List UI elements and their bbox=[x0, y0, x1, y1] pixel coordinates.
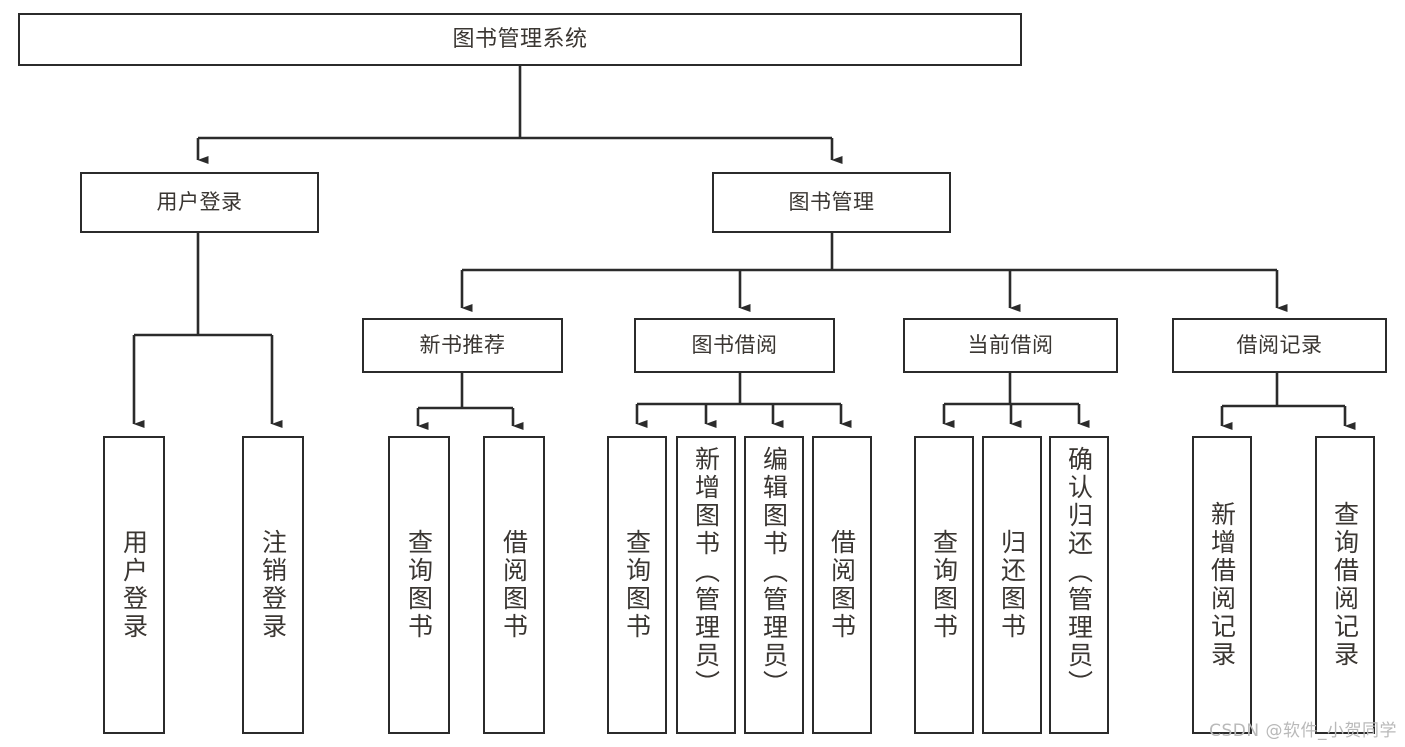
leaf-new-book-query-book[interactable]: 查询图书 bbox=[388, 436, 450, 734]
node-label: 图书管理系统 bbox=[452, 26, 588, 52]
node-label: 查询借阅记录 bbox=[1330, 501, 1360, 669]
node-label: 借阅图书 bbox=[827, 529, 857, 641]
node-new-book-recommend[interactable]: 新书推荐 bbox=[362, 318, 563, 373]
node-label: 新增图书（管理员） bbox=[691, 446, 721, 698]
leaf-current-borrow-query-book[interactable]: 查询图书 bbox=[914, 436, 974, 734]
node-label: 图书借阅 bbox=[691, 333, 778, 358]
leaf-book-borrow-edit-book-admin[interactable]: 编辑图书（管理员） bbox=[744, 436, 804, 734]
node-label: 用户登录 bbox=[119, 529, 149, 641]
node-label: 新增借阅记录 bbox=[1207, 501, 1237, 669]
node-book-management[interactable]: 图书管理 bbox=[712, 172, 951, 233]
node-label: 新书推荐 bbox=[419, 333, 506, 358]
node-user-login[interactable]: 用户登录 bbox=[80, 172, 319, 233]
leaf-user-login-logout[interactable]: 注销登录 bbox=[242, 436, 304, 734]
node-label: 借阅记录 bbox=[1236, 333, 1323, 358]
leaf-book-borrow-borrow-book[interactable]: 借阅图书 bbox=[812, 436, 872, 734]
csdn-watermark: CSDN @软件_小贺同学 bbox=[1209, 721, 1397, 741]
node-label: 借阅图书 bbox=[499, 529, 529, 641]
node-label: 查询图书 bbox=[622, 529, 652, 641]
leaf-book-borrow-query-book[interactable]: 查询图书 bbox=[607, 436, 667, 734]
leaf-borrow-record-add-record[interactable]: 新增借阅记录 bbox=[1192, 436, 1252, 734]
node-root-system[interactable]: 图书管理系统 bbox=[18, 13, 1022, 66]
node-label: 注销登录 bbox=[258, 529, 288, 641]
leaf-borrow-record-query-record[interactable]: 查询借阅记录 bbox=[1315, 436, 1375, 734]
node-label: 确认归还（管理员） bbox=[1064, 446, 1094, 698]
node-label: 查询图书 bbox=[929, 529, 959, 641]
node-current-borrow[interactable]: 当前借阅 bbox=[903, 318, 1118, 373]
leaf-book-borrow-add-book-admin[interactable]: 新增图书（管理员） bbox=[676, 436, 736, 734]
node-label: 归还图书 bbox=[997, 529, 1027, 641]
node-label: 用户登录 bbox=[156, 190, 243, 215]
node-label: 图书管理 bbox=[788, 190, 875, 215]
leaf-new-book-borrow-book[interactable]: 借阅图书 bbox=[483, 436, 545, 734]
leaf-current-borrow-return-book[interactable]: 归还图书 bbox=[982, 436, 1042, 734]
node-label: 编辑图书（管理员） bbox=[759, 446, 789, 698]
leaf-user-login-login[interactable]: 用户登录 bbox=[103, 436, 165, 734]
leaf-current-borrow-confirm-return-admin[interactable]: 确认归还（管理员） bbox=[1049, 436, 1109, 734]
node-label: 当前借阅 bbox=[967, 333, 1054, 358]
node-book-borrow[interactable]: 图书借阅 bbox=[634, 318, 835, 373]
node-borrow-record[interactable]: 借阅记录 bbox=[1172, 318, 1387, 373]
node-label: 查询图书 bbox=[404, 529, 434, 641]
